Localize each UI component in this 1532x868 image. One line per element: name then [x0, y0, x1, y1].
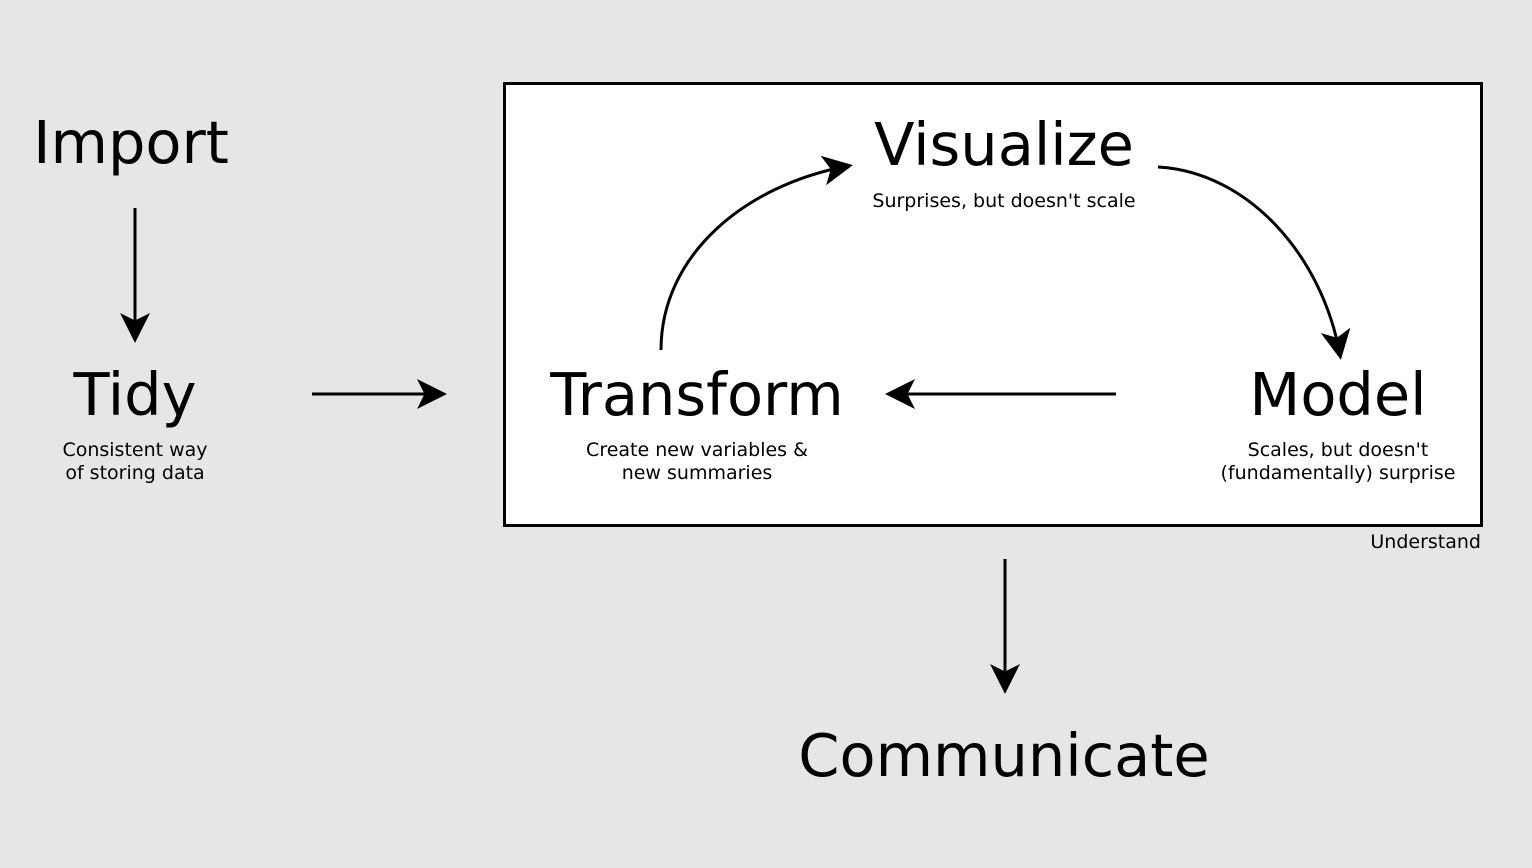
arrow-transform-to-visualize — [659, 155, 853, 351]
node-visualize-title: Visualize — [874, 110, 1134, 179]
node-import-title: Import — [33, 108, 229, 177]
node-visualize-subtitle: Surprises, but doesn't scale — [872, 190, 1135, 213]
subtitle-line: new summaries — [621, 462, 773, 484]
node-transform-subtitle: Create new variables & new summaries — [586, 439, 808, 485]
subtitle-line: Consistent way — [62, 439, 208, 461]
subtitle-line: Surprises, but doesn't scale — [872, 190, 1136, 212]
subtitle-line: Create new variables & — [586, 439, 808, 461]
node-communicate-title: Communicate — [798, 721, 1210, 790]
understand-box-label: Understand — [1370, 531, 1481, 553]
node-model-subtitle: Scales, but doesn't (fundamentally) surp… — [1221, 439, 1456, 485]
node-model-title: Model — [1249, 360, 1427, 429]
node-tidy-title: Tidy — [73, 360, 197, 429]
subtitle-line: (fundamentally) surprise — [1220, 462, 1456, 484]
node-transform-title: Transform — [550, 360, 844, 429]
node-tidy-subtitle: Consistent way of storing data — [62, 439, 207, 485]
subtitle-line: of storing data — [65, 462, 205, 484]
arrow-visualize-to-model — [1157, 165, 1351, 360]
subtitle-line: Scales, but doesn't — [1247, 439, 1429, 461]
